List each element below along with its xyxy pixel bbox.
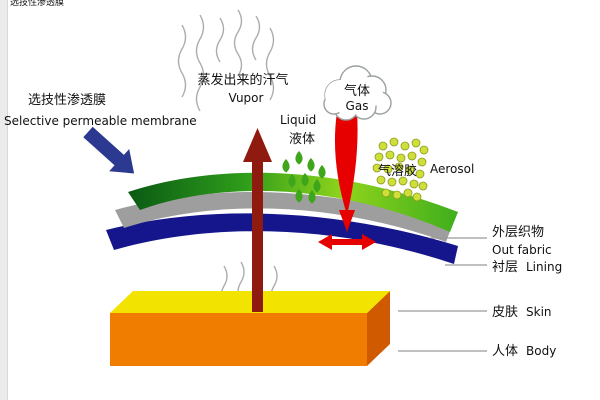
aerosol-dots: [372, 137, 429, 202]
gas-cloud: [323, 65, 392, 121]
vapor-label-en: Vupor: [229, 91, 264, 105]
aerosol-label-cn: 气溶胶: [378, 163, 417, 179]
leader-lines: [398, 237, 487, 352]
skin-label-en: Skin: [526, 305, 552, 319]
lining-layer: [106, 213, 458, 264]
lining-label-cn: 衬层: [492, 260, 518, 275]
gas-arrow: [318, 112, 376, 250]
out-fabric-label-en: Out fabric: [492, 243, 552, 257]
skin-top-face: [110, 291, 390, 313]
liquid-droplets: [282, 151, 326, 204]
gas-label-cn: 气体: [344, 83, 370, 99]
body-label-en: Body: [526, 344, 556, 358]
skin-label-cn: 皮肤: [492, 305, 518, 320]
membrane-label-en: Selective permeable membrane: [4, 114, 197, 128]
out-fabric-label-cn: 外层织物: [492, 225, 544, 240]
liquid-label-en: Liquid: [280, 113, 316, 127]
membrane-layer: [128, 172, 458, 232]
vapor-label-cn: 蒸发出来的汗气: [197, 72, 288, 88]
gas-label-en: Gas: [346, 99, 369, 113]
aerosol-label-en: Aerosol: [430, 162, 474, 176]
cropped-caption: 选技性渗透膜: [10, 0, 64, 8]
membrane-label-cn: 选技性渗透膜: [28, 93, 106, 108]
outer-fabric-layer: [115, 191, 452, 242]
steam-lines-upper: [177, 9, 275, 112]
body-label-cn: 人体: [492, 344, 518, 359]
membrane-pointer-arrow: [83, 126, 135, 174]
body-front-face: [110, 313, 367, 366]
liquid-label-cn: 液体: [289, 132, 315, 147]
page-edge: [0, 0, 8, 400]
body-side-face: [367, 291, 390, 366]
lining-label-en: Lining: [526, 260, 562, 274]
vapor-arrow: [243, 128, 272, 312]
